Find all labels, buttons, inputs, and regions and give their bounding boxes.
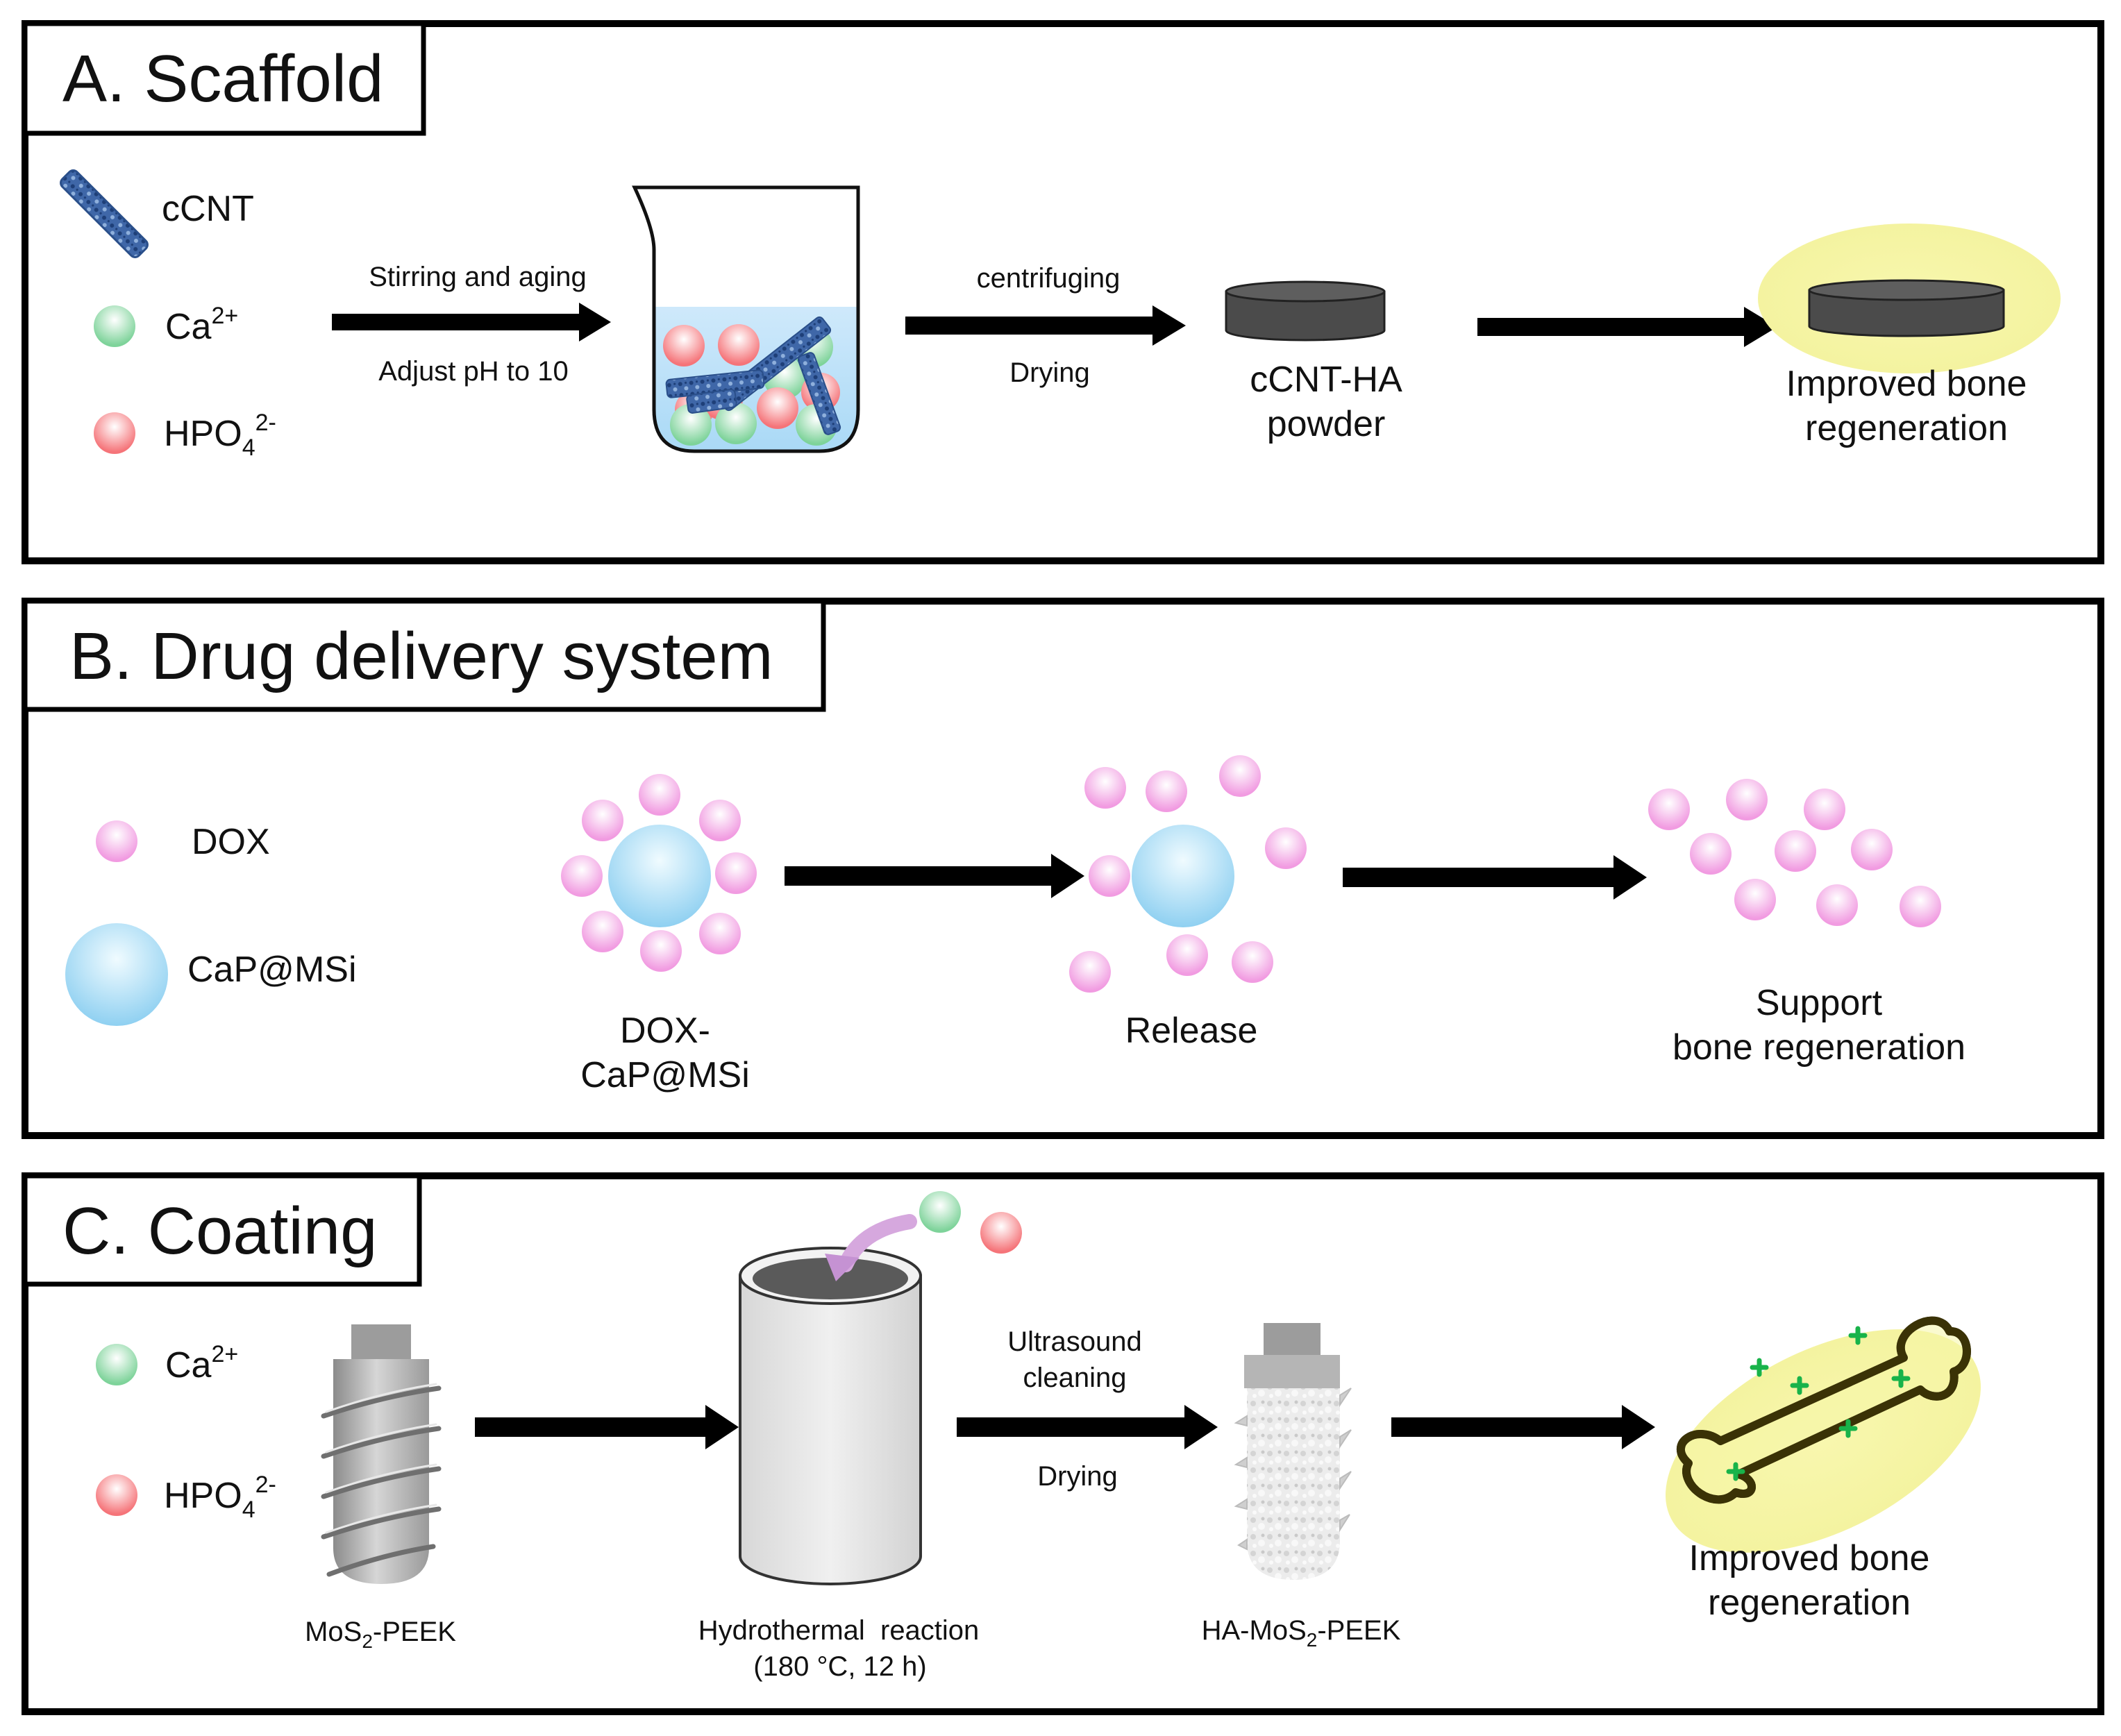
panel-frame xyxy=(22,20,2104,564)
panel-title-box xyxy=(22,21,426,136)
result-label-line2: regeneration xyxy=(1805,408,2008,448)
product-label-line2: powder xyxy=(1267,404,1386,444)
implant-label: MoS2-PEEK xyxy=(305,1617,456,1652)
ca-label: Ca2+ xyxy=(165,1341,238,1385)
powder-disc-icon xyxy=(1225,280,1386,342)
arrow-icon xyxy=(957,1405,1218,1449)
panel-title: C. Coating xyxy=(62,1194,378,1268)
result-label-line1: Improved bone xyxy=(1689,1538,1930,1578)
arrow-icon xyxy=(1343,855,1647,900)
result-label-line2: regeneration xyxy=(1708,1583,1911,1623)
hpo-label: HPO42- xyxy=(164,1472,276,1523)
panel-drug-delivery: B. Drug delivery system DOX CaP@MSi DOX-… xyxy=(22,598,2104,1139)
hydrothermal-reactor-icon xyxy=(739,1247,922,1585)
release-label: Release xyxy=(1125,1011,1258,1051)
carrier-label: CaP@MSi xyxy=(187,950,357,990)
dox-legend-icon xyxy=(96,820,137,862)
result-label-line1: Improved bone xyxy=(1786,364,2027,404)
reactor-label-line1: Hydrothermal reaction xyxy=(698,1615,980,1646)
cnt-legend-icon xyxy=(60,169,149,258)
panel-coating: C. Coating Ca2+ HPO42- MoS2-PEEK xyxy=(22,1172,2104,1715)
ca-ion-legend-icon xyxy=(96,1344,137,1385)
support-label-line1: Support xyxy=(1756,983,1883,1023)
step1-top-label: Stirring and aging xyxy=(369,262,587,292)
ca-label: Ca2+ xyxy=(165,303,238,347)
dox-label: DOX xyxy=(192,822,270,862)
pour-arrow-icon xyxy=(825,1214,917,1281)
panel-frame xyxy=(22,1172,2104,1715)
panel-scaffold: A. Scaffold cCNT Ca2+ HPO42- Stirring an… xyxy=(22,20,2104,564)
loaded-label-line2: CaP@MSi xyxy=(580,1055,750,1095)
panel-title-box xyxy=(22,598,826,712)
coated-implant-icon xyxy=(1234,1323,1352,1580)
product-label-line1: cCNT-HA xyxy=(1250,360,1402,400)
step1-bottom-label: Adjust pH to 10 xyxy=(378,356,569,387)
reactor-label-line2: (180 °C, 12 h) xyxy=(753,1651,926,1682)
improved-disc-icon xyxy=(1808,279,2005,337)
free-dox-cluster-icon xyxy=(1648,779,1941,927)
loaded-label-line1: DOX- xyxy=(620,1011,710,1051)
arrow-icon xyxy=(785,854,1084,898)
coated-implant-label: HA-MoS2-PEEK xyxy=(1202,1615,1401,1651)
arrow-icon xyxy=(332,303,611,342)
step-bottom-label: Drying xyxy=(1037,1461,1118,1492)
hpo-ion-icon xyxy=(980,1212,1022,1254)
support-label-line2: bone regeneration xyxy=(1673,1027,1965,1068)
arrow-icon xyxy=(475,1405,739,1449)
panel-title-box xyxy=(22,1173,422,1287)
step2-top-label: centrifuging xyxy=(977,263,1121,294)
step-top-label-line2: cleaning xyxy=(1023,1363,1126,1393)
panel-title: A. Scaffold xyxy=(62,42,384,116)
hpo-ion-legend-icon xyxy=(94,412,135,454)
step2-bottom-label: Drying xyxy=(1009,357,1090,388)
implant-icon xyxy=(321,1324,442,1584)
beaker-icon xyxy=(632,185,860,453)
arrow-icon xyxy=(1477,307,1777,347)
release-particle-icon xyxy=(1069,755,1307,993)
bone-icon xyxy=(1676,1316,1971,1504)
ca-ion-legend-icon xyxy=(94,305,135,347)
hpo-label: HPO42- xyxy=(164,410,276,461)
dox-loaded-particle-icon xyxy=(561,774,757,972)
ca-ion-icon xyxy=(919,1191,961,1233)
carrier-legend-icon xyxy=(65,923,168,1026)
hpo-ion-legend-icon xyxy=(96,1474,137,1516)
step-top-label-line1: Ultrasound xyxy=(1007,1326,1141,1357)
cnt-label: cCNT xyxy=(162,189,254,229)
panel-title: B. Drug delivery system xyxy=(69,619,773,693)
panel-frame xyxy=(22,598,2104,1139)
arrow-icon xyxy=(905,305,1186,346)
arrow-icon xyxy=(1391,1405,1655,1449)
